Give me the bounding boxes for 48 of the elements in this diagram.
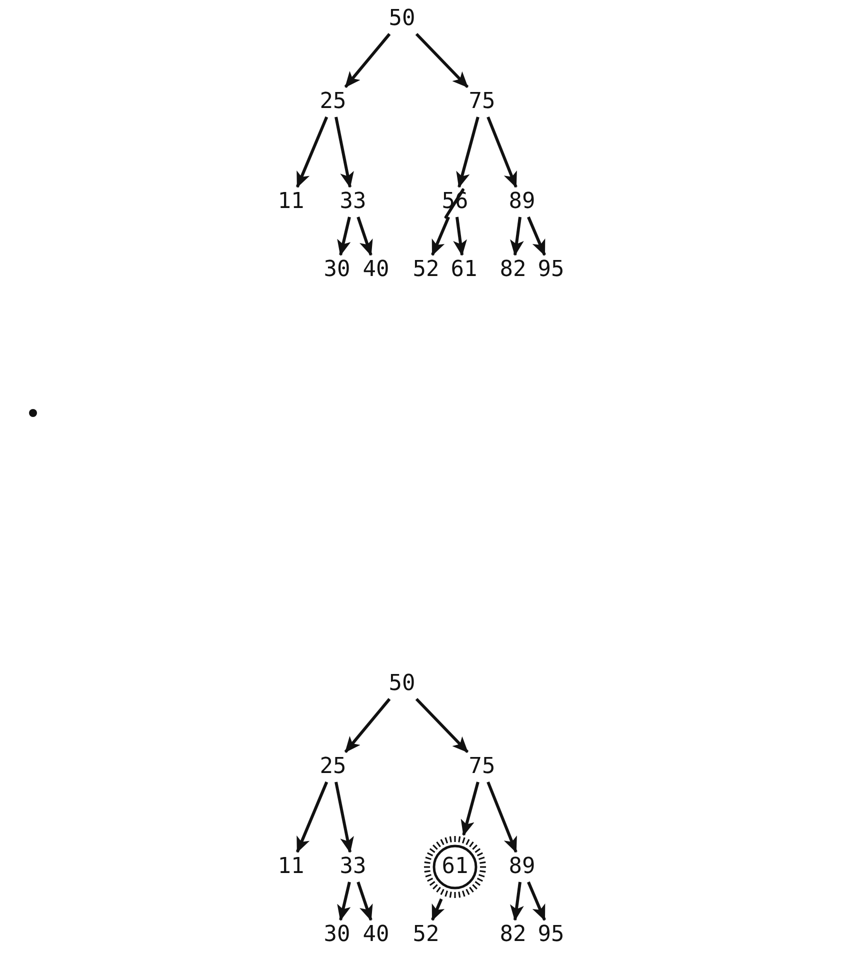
node-value: 25 xyxy=(317,752,349,782)
node-value: 50 xyxy=(386,4,418,34)
node-value: 95 xyxy=(535,255,567,285)
node-value: 11 xyxy=(275,187,307,217)
arrow xyxy=(356,216,373,256)
node-value: 61 xyxy=(448,255,480,285)
arrow xyxy=(344,33,391,88)
arrow xyxy=(415,32,469,88)
arrow xyxy=(415,698,469,754)
node-value: 33 xyxy=(337,852,369,882)
arrow xyxy=(337,882,351,921)
node-value: 40 xyxy=(360,920,392,950)
arrow xyxy=(356,882,373,921)
node-value: 61 xyxy=(442,856,468,878)
arrow xyxy=(296,781,328,853)
node-value: 89 xyxy=(506,852,538,882)
node-value: 25 xyxy=(317,87,349,117)
arrow xyxy=(431,216,450,256)
arrow xyxy=(460,782,480,836)
node-value: 30 xyxy=(321,920,353,950)
node-value: 52 xyxy=(410,920,442,950)
node-value: 82 xyxy=(497,255,529,285)
arrow xyxy=(456,116,480,188)
arrow xyxy=(527,216,546,256)
node-value: 75 xyxy=(466,87,498,117)
node-value: 11 xyxy=(275,852,307,882)
arrow xyxy=(296,116,328,188)
arrow xyxy=(510,882,524,921)
arrow xyxy=(453,216,467,256)
highlight-circle xyxy=(423,835,487,899)
arrow xyxy=(334,782,354,853)
arrow xyxy=(510,216,524,256)
node-value: 33 xyxy=(337,187,369,217)
node-value: 95 xyxy=(535,920,567,950)
node-value: 40 xyxy=(360,255,392,285)
node-value: 52 xyxy=(410,255,442,285)
node-value: 89 xyxy=(506,187,538,217)
arrow xyxy=(334,116,354,188)
arrow xyxy=(486,116,518,188)
arrow xyxy=(527,881,546,921)
node-value: 50 xyxy=(386,669,418,699)
arrow xyxy=(486,781,518,853)
arrow xyxy=(431,898,445,921)
node-value: 82 xyxy=(497,920,529,950)
node-value: 75 xyxy=(466,752,498,782)
arrow xyxy=(337,216,351,256)
arrow xyxy=(344,698,391,753)
node-value: 30 xyxy=(321,255,353,285)
